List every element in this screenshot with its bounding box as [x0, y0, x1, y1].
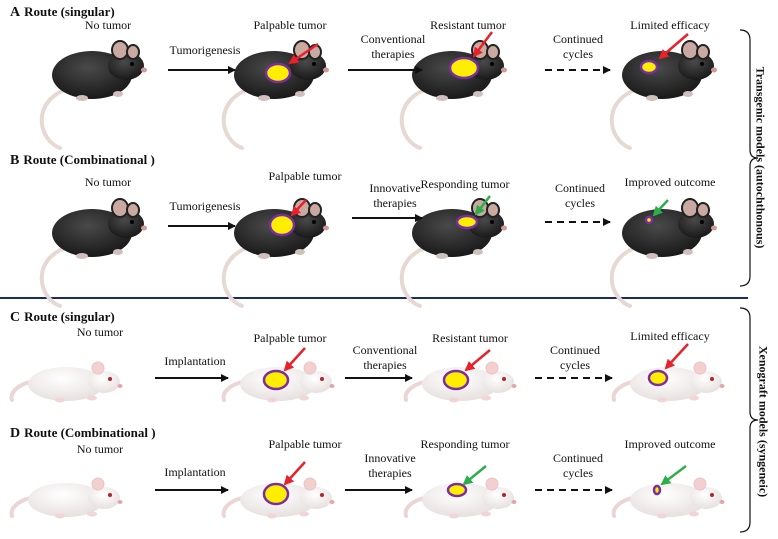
- stage-label: Resistant tumor: [432, 331, 508, 345]
- tumor-marker: [639, 59, 659, 75]
- arrow-label: therapies: [373, 196, 417, 210]
- tumor-marker: [268, 213, 296, 237]
- black-mouse: [221, 40, 329, 150]
- arrow-label: Continued: [553, 32, 603, 46]
- tumor-marker: [446, 482, 468, 498]
- resistant-pointer-arrow: [283, 461, 306, 486]
- arrow-label: Implantation: [164, 465, 226, 479]
- arrow-label: Tumorigenesis: [169, 199, 241, 213]
- xenograft-bracket: [739, 307, 759, 533]
- stage-label: Palpable tumor: [268, 169, 342, 183]
- tumor-marker: [647, 369, 669, 387]
- stage-label: Limited efficacy: [630, 18, 710, 32]
- white-mouse: [403, 477, 517, 519]
- arrow-label: cycles: [563, 47, 593, 61]
- resistant-pointer-arrow: [290, 199, 307, 217]
- stage-label: No tumor: [84, 175, 132, 189]
- arrow-label: Continued: [555, 181, 605, 195]
- arrow-label: therapies: [363, 358, 407, 372]
- stage-label: No tumor: [76, 442, 124, 456]
- arrow-label: Continued: [553, 451, 603, 465]
- white-mouse: [9, 477, 123, 519]
- stage-label: Responding tumor: [420, 177, 510, 191]
- tumor-marker: [644, 215, 654, 225]
- resistant-pointer-arrow: [658, 33, 689, 60]
- responding-pointer-arrow: [652, 199, 669, 217]
- black-mouse: [399, 198, 507, 308]
- arrow-label: Conventional: [352, 343, 418, 357]
- white-mouse: [611, 477, 725, 519]
- arrow-label: Tumorigenesis: [169, 43, 241, 57]
- tumor-marker: [262, 482, 290, 506]
- resistant-pointer-arrow: [664, 343, 689, 370]
- tumor-marker: [652, 484, 662, 496]
- tumor-marker: [455, 214, 479, 230]
- arrow-label: therapies: [371, 47, 415, 61]
- xenograft-models-label: Xenograft models (syngeneic): [756, 345, 771, 498]
- transgenic-bracket: [739, 29, 759, 287]
- resistant-pointer-arrow: [472, 31, 493, 58]
- resistant-pointer-arrow: [464, 349, 491, 372]
- stage-label: Palpable tumor: [253, 331, 327, 345]
- arrow-label: Implantation: [164, 354, 226, 368]
- transgenic-models-label: Transgenic models (autochthonous): [753, 66, 768, 249]
- black-mouse: [609, 40, 717, 150]
- arrow-label: cycles: [565, 196, 595, 210]
- stage-label: Resistant tumor: [430, 18, 506, 32]
- stage-label: Palpable tumor: [268, 437, 342, 451]
- responding-pointer-arrow: [660, 465, 687, 486]
- stage-label: Responding tumor: [420, 437, 510, 451]
- arrow-label: Conventional: [360, 32, 426, 46]
- tumor-marker: [264, 62, 292, 84]
- white-mouse: [611, 361, 725, 403]
- responding-pointer-arrow: [474, 195, 491, 216]
- stage-label: Improved outcome: [624, 175, 716, 189]
- arrow-label: Continued: [550, 343, 600, 357]
- black-mouse: [39, 198, 147, 308]
- stage-label: No tumor: [84, 18, 132, 32]
- arrow-label: cycles: [560, 358, 590, 372]
- resistant-pointer-arrow: [283, 347, 306, 372]
- black-mouse: [39, 40, 147, 150]
- tumor-marker: [262, 369, 290, 391]
- arrow-label: Innovative: [369, 181, 421, 195]
- responding-pointer-arrow: [462, 465, 487, 486]
- tumor-marker: [442, 369, 470, 391]
- black-mouse: [609, 198, 717, 308]
- tumor-marker: [448, 56, 480, 80]
- stage-label: Improved outcome: [624, 437, 716, 451]
- stage-label: No tumor: [76, 325, 124, 339]
- stage-label: Limited efficacy: [630, 329, 710, 343]
- resistant-pointer-arrow: [288, 42, 319, 65]
- arrow-label: Innovative: [364, 451, 416, 465]
- stage-label: Palpable tumor: [253, 18, 327, 32]
- arrow-label: therapies: [368, 466, 412, 480]
- white-mouse: [9, 361, 123, 403]
- arrow-label: cycles: [563, 466, 593, 480]
